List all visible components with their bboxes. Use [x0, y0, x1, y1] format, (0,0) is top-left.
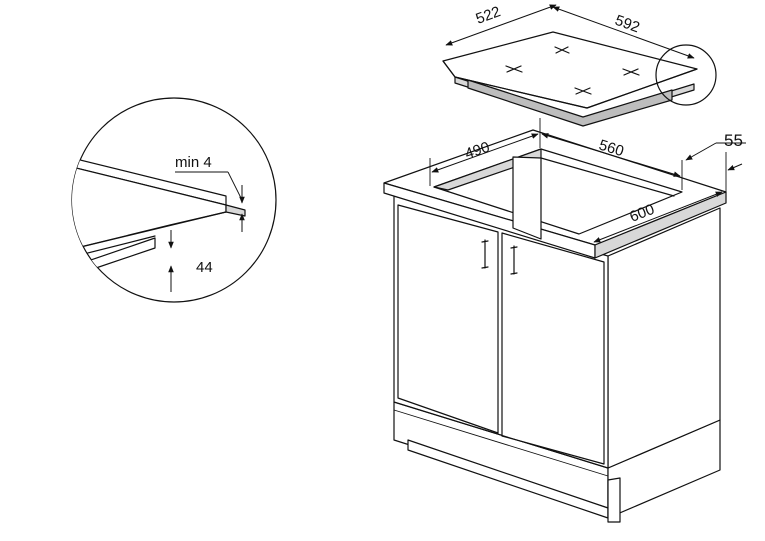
worktop-thickness-label: 44: [196, 259, 213, 276]
cutout-width-label: 560: [597, 137, 626, 161]
cutout-width-dimension: [541, 133, 681, 177]
door-handle-right: [510, 245, 518, 275]
hob-depth-label: 522: [474, 3, 503, 28]
cabinet-door-right: [501, 232, 605, 465]
detail-magnifier: min 4 44: [71, 97, 277, 303]
detail-worktop-edge: [225, 204, 246, 217]
kitchen-cabinet: 490 560 55 600: [383, 118, 746, 523]
hob-underside: [467, 79, 673, 127]
cooking-zone-icon: [574, 87, 592, 95]
worktop-depth-dimension: [593, 191, 723, 243]
hob-width-dimension: [552, 6, 695, 59]
edge-distance-leader: [685, 142, 717, 161]
hob-width-label: 592: [613, 12, 642, 37]
cabinet-leg: [607, 477, 621, 523]
door-handle-left: [481, 239, 489, 269]
cabinet-door-left: [397, 204, 499, 434]
hob-depth-dimension: [445, 4, 557, 46]
min-gap-label: min 4: [175, 154, 212, 171]
cooking-zone-icon: [505, 65, 523, 73]
hob: 522 592: [442, 3, 717, 127]
cooking-zone-icon: [622, 68, 640, 76]
edge-distance-label: 55: [724, 131, 743, 150]
cutout-depth-dimension: [431, 133, 539, 173]
cutout-inner-wall: [512, 156, 542, 240]
